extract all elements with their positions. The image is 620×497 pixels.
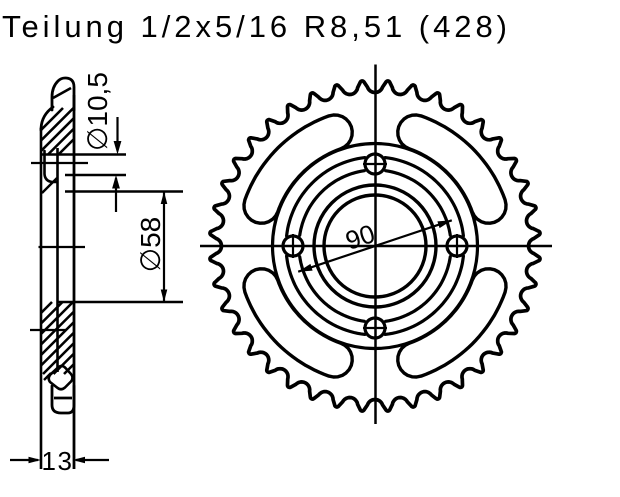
svg-text:∅58: ∅58 [135,217,166,273]
svg-text:Teilung 1/2x5/16 R8,51 (428): Teilung 1/2x5/16 R8,51 (428) [2,9,507,44]
svg-text:13: 13 [42,446,74,476]
svg-text:∅10,5: ∅10,5 [82,72,113,151]
